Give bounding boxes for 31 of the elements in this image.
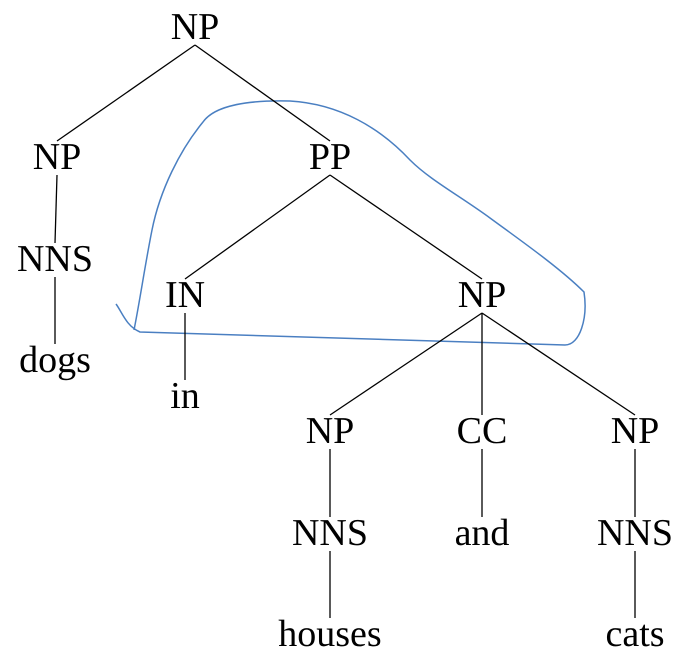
tree-label: houses bbox=[277, 614, 383, 654]
tree-label: NP bbox=[170, 7, 220, 47]
tree-branch bbox=[329, 449, 331, 517]
tree-branch bbox=[482, 312, 636, 416]
tree-label: NNS bbox=[596, 513, 674, 553]
tree-branch bbox=[481, 313, 483, 415]
tree-branch bbox=[634, 449, 636, 517]
tree-label: in bbox=[169, 376, 201, 416]
tree-branch bbox=[481, 449, 483, 517]
tree-branch bbox=[184, 313, 186, 380]
tree-label: IN bbox=[164, 275, 206, 315]
tree-branch bbox=[330, 174, 482, 280]
tree-label: dogs bbox=[18, 340, 92, 380]
tree-branch bbox=[194, 44, 330, 142]
tree-branch bbox=[54, 277, 56, 344]
tree-label: CC bbox=[456, 411, 508, 451]
tree-label: NP bbox=[32, 137, 82, 177]
tree-label: and bbox=[454, 513, 510, 553]
tree-branch bbox=[54, 174, 58, 244]
tree-label: NP bbox=[456, 275, 508, 315]
tree-label: NNS bbox=[16, 239, 94, 279]
tree-branch bbox=[184, 174, 330, 280]
tree-label: NP bbox=[304, 411, 356, 451]
tree-label: cats bbox=[604, 614, 666, 654]
tree-label: NP bbox=[610, 411, 660, 451]
tree-branch bbox=[634, 551, 636, 618]
tree-branch bbox=[329, 551, 331, 618]
tree-label: PP bbox=[308, 137, 352, 177]
tree-branch bbox=[330, 312, 482, 416]
tree-label: NNS bbox=[290, 513, 370, 553]
tree-branch bbox=[56, 44, 196, 142]
